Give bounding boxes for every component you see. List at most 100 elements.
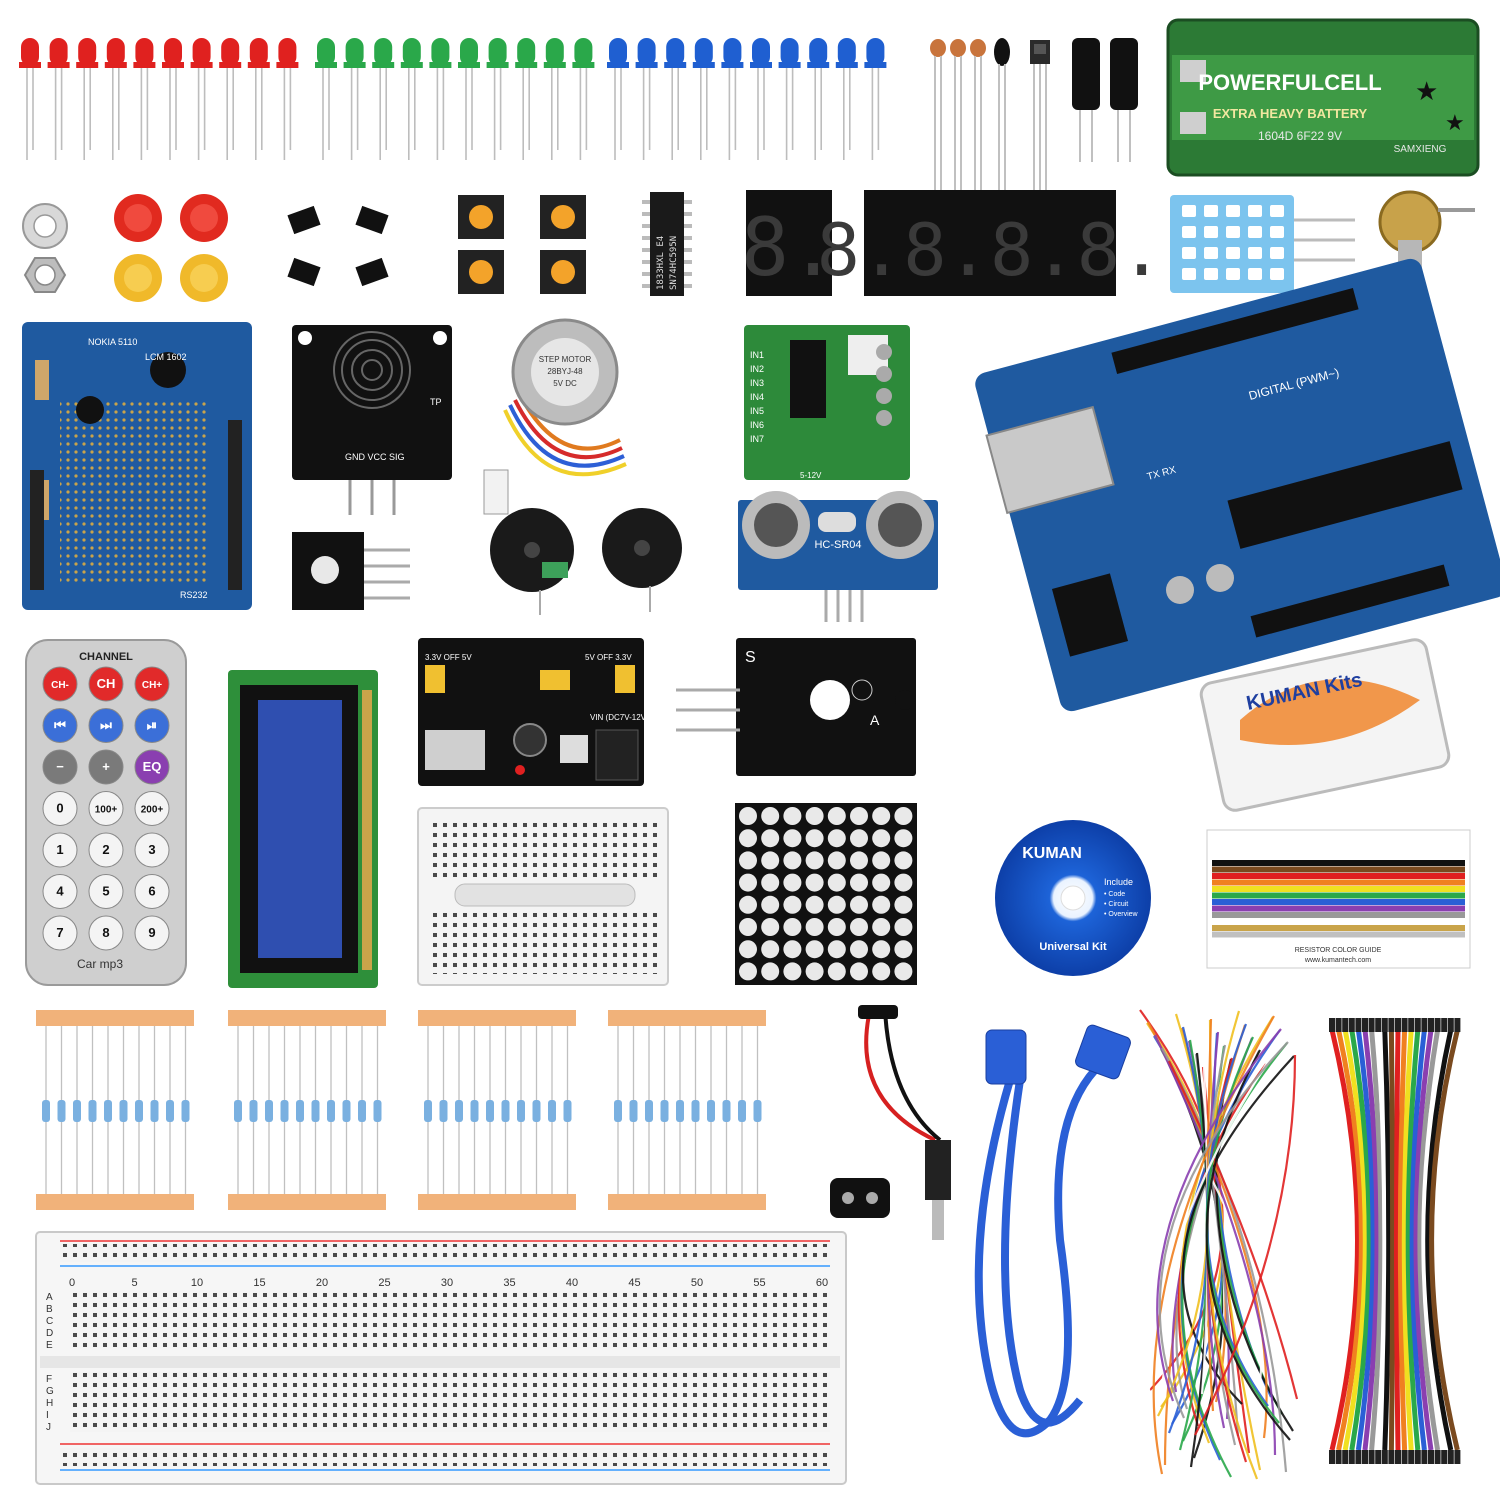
remote-key: 2 [88,832,124,868]
74hc595-chip: 1833HXL E4 SN74HC595N [642,192,692,296]
remote-logo: Car mp3 [77,957,123,971]
jumper-wires-bundle [1139,1009,1299,1480]
touch-sensor-module: TP GND VCC SIG [292,325,452,515]
dht11-sensor [1170,195,1355,293]
remote-key: + [88,749,124,785]
resistor-strip [36,1010,194,1210]
breadboard-row-letter: C [46,1316,53,1327]
breadboard-column-number: 45 [628,1277,640,1289]
driver-pin-label: IN4 [750,392,764,402]
breadboard-column-number: 50 [691,1277,703,1289]
seven-segment-single: 8. [741,190,837,296]
battery-tagline: EXTRA HEAVY BATTERY [1213,106,1368,121]
breadboard-row-letter: B [46,1304,53,1315]
lcd1602-display [228,670,378,988]
shield-label-a: NOKIA 5110 [88,337,137,347]
breadboard-row-letter: G [46,1386,54,1397]
led [47,38,70,160]
svg-text:1: 1 [56,842,63,857]
led [864,38,887,160]
ir-receiver [994,38,1010,200]
9v-battery: POWERFULCELL EXTRA HEAVY BATTERY 1604D 6… [1166,18,1480,177]
usb-cable [974,1024,1131,1438]
led-row [19,38,887,160]
thermistor-left-label: S [745,649,756,666]
stepper-motor: STEP MOTOR 28BYJ-48 5V DC [483,318,627,515]
svg-text:0: 0 [56,801,63,816]
led [429,38,452,160]
led [372,38,395,160]
led [721,38,744,160]
remote-key: − [42,749,78,785]
touch-label: TP [430,397,442,407]
driver-pin-label: IN3 [750,378,764,388]
led [515,38,538,160]
led [750,38,772,160]
rgb-led-module [292,532,410,610]
cd-title: Universal Kit [1039,941,1107,953]
svg-text:CH+: CH+ [142,680,162,691]
led [190,38,213,160]
resistor-strip [418,1010,576,1210]
breadboard-power-module: 3.3V OFF 5V 5V OFF 3.3V VIN (DC7V-12V) [418,638,649,786]
resistor-strips [36,1010,766,1210]
svg-text:⏯: ⏯ [147,718,157,733]
hc-sr04-ultrasonic: HC-SR04 [738,491,938,622]
remote-key: 5 [88,874,124,909]
star-icon: ★ [1415,76,1438,106]
breadboard-column-number: 15 [253,1277,265,1289]
resistor-strip [228,1010,386,1210]
remote-key: CH+ [134,666,170,702]
button-caps [114,194,228,302]
segment-digits-quad: 8.8.8.8. [817,208,1164,292]
tactile-buttons [458,195,586,294]
cd-item-3: • Overview [1104,911,1139,918]
remote-key: 1 [42,832,78,868]
breadboard-row-letter: H [46,1398,53,1409]
8x8-led-matrix [735,803,917,985]
resistor-color-card: RESISTOR COLOR GUIDE www.kumantech.com [1206,829,1471,969]
remote-key: 8 [88,915,124,951]
thermistor-right-label: A [870,712,880,728]
led [400,38,423,160]
remote-key: 100+ [88,791,124,826]
svg-text:EQ: EQ [143,759,162,774]
led [635,38,658,160]
svg-text:⏭: ⏭ [100,718,112,733]
breadboard-column-number: 30 [441,1277,453,1289]
tilt-switches [1072,38,1138,162]
dupont-ribbon-cable [1329,1018,1461,1464]
power-vin-label: VIN (DC7V-12V) [590,713,649,722]
remote-title: CHANNEL [79,651,133,663]
buzzers [490,508,682,615]
jumper-caps [287,205,389,287]
driver-pin-label: IN5 [750,406,764,416]
breadboard-column-number: 35 [503,1277,515,1289]
svg-text:⏮: ⏮ [54,718,66,733]
shield-label-c: RS232 [180,590,208,600]
led [807,38,830,160]
breadboard-row-letter: J [46,1422,51,1433]
card-title: RESISTOR COLOR GUIDE [1295,947,1382,954]
breadboard-column-number: 0 [69,1277,75,1289]
svg-text:7: 7 [56,925,63,940]
led [664,38,687,160]
ir-sensor-vs1838 [1030,40,1050,200]
motor-label-2: 28BYJ-48 [547,367,583,376]
breadboard-row-letter: D [46,1328,53,1339]
touch-pins: GND VCC SIG [345,452,405,462]
remote-key: EQ [134,749,170,785]
chip-marking-2: SN74HC595N [669,236,679,290]
cd-include: Include [1104,877,1133,887]
driver-pin-label: IN2 [750,364,764,374]
breadboard-column-number: 25 [378,1277,390,1289]
led [458,38,480,160]
svg-text:−: − [56,759,64,774]
svg-text:2: 2 [102,842,109,857]
led [692,38,715,160]
led [133,38,156,160]
power-label-right: 5V OFF 3.3V [585,653,632,662]
